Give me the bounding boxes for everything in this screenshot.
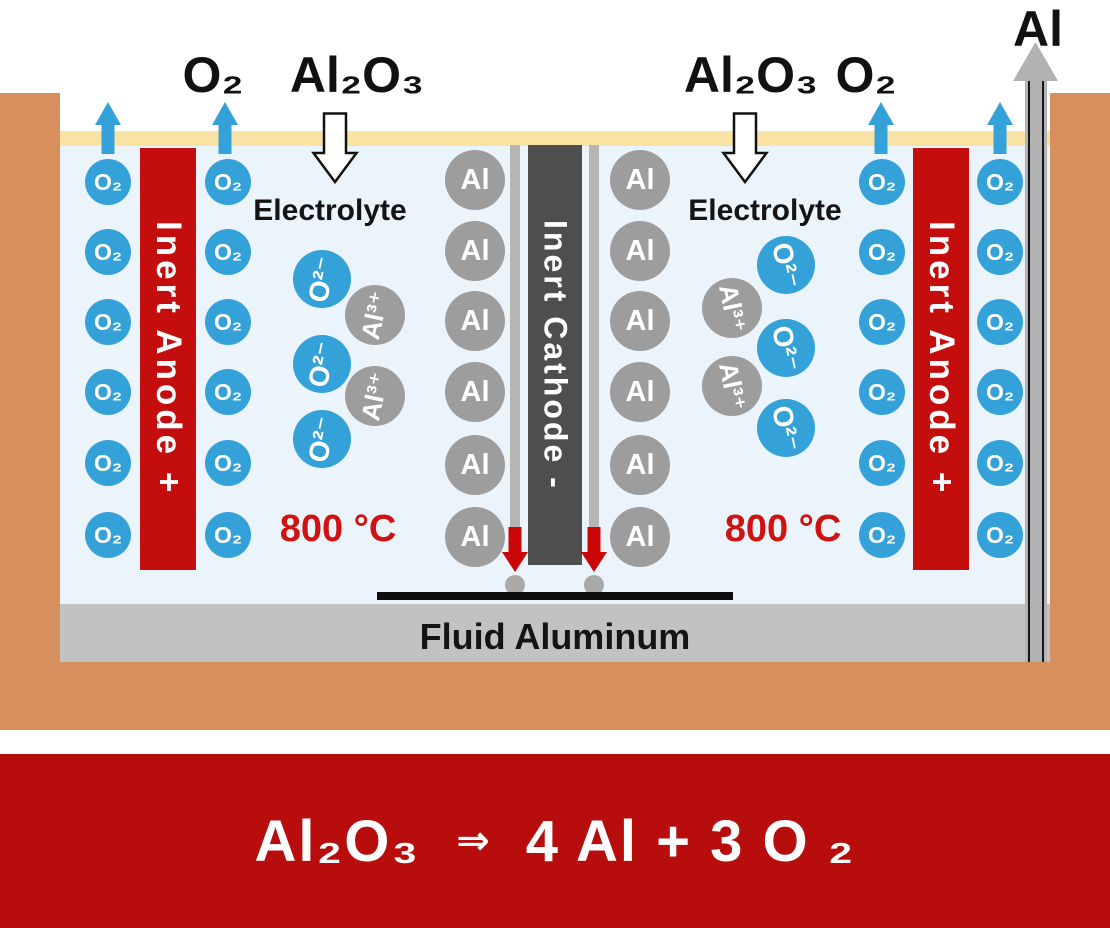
al-atom: Al <box>610 435 670 495</box>
tank-wall-bottom <box>0 662 1110 730</box>
o2-bubble: O₂ <box>205 369 251 415</box>
alumina-feed-arrow <box>721 112 769 184</box>
o2-bubble: O₂ <box>859 299 905 345</box>
fluid-aluminum-layer <box>60 604 1050 664</box>
equation-rhs: 4 Al + 3 O ₂ <box>525 808 856 874</box>
o2-bubble: O₂ <box>205 512 251 558</box>
collector-bar <box>377 592 733 600</box>
o2-gas-label-left: O₂ <box>182 47 244 103</box>
o2-bubble: O₂ <box>85 369 131 415</box>
crust-layer <box>60 131 1050 146</box>
fluid-aluminum-label: Fluid Aluminum <box>419 616 691 657</box>
o2-bubble: O₂ <box>859 440 905 486</box>
inert-cathode: Inert Cathode - <box>528 145 582 565</box>
equation-arrow-icon: ⇒ <box>456 819 490 863</box>
alumina-feed-label-left: Al₂O₃ <box>289 47 425 103</box>
o2-bubble: O₂ <box>85 440 131 486</box>
electrolyte-label-left: Electrolyte <box>253 194 407 227</box>
al-atom: Al <box>445 435 505 495</box>
o2-bubble: O₂ <box>977 299 1023 345</box>
temperature-label-right: 800 °C <box>724 508 842 550</box>
al-atom: Al <box>445 291 505 351</box>
o2-gas-label-right: O₂ <box>835 47 897 103</box>
o2-bubble: O₂ <box>85 229 131 275</box>
oxide-ion: O²⁻ <box>293 250 351 308</box>
electrolyte-label-right: Electrolyte <box>688 194 842 227</box>
o2-bubble: O₂ <box>205 299 251 345</box>
o2-bubble: O₂ <box>859 369 905 415</box>
aluminum-tap-pipe <box>1025 80 1047 662</box>
oxide-ion-label: O²⁻ <box>766 402 806 454</box>
o2-bubble: O₂ <box>205 229 251 275</box>
inert-anode-right: Inert Anode + <box>913 148 969 570</box>
oxide-ion-label: O²⁻ <box>302 253 342 305</box>
temperature-label-left: 800 °C <box>279 508 397 550</box>
inert-cathode-label: Inert Cathode - <box>537 219 574 491</box>
oxide-ion-label: O²⁻ <box>766 239 806 291</box>
o2-up-arrow <box>987 102 1013 154</box>
oxide-ion: O²⁻ <box>757 319 815 377</box>
o2-bubble: O₂ <box>859 512 905 558</box>
o2-bubble: O₂ <box>977 229 1023 275</box>
oxide-ion-label: O²⁻ <box>766 322 806 374</box>
alumina-feed-arrow <box>311 112 359 184</box>
al-atom: Al <box>445 507 505 567</box>
cathode-rail-left <box>510 145 520 535</box>
tank-wall-left <box>0 93 60 730</box>
al-drip-arrow-left <box>502 527 528 572</box>
al-atom: Al <box>610 291 670 351</box>
alumina-feed-label-right: Al₂O₃ <box>683 47 819 103</box>
oxide-ion: O²⁻ <box>293 410 351 468</box>
o2-bubble: O₂ <box>977 159 1023 205</box>
tank-wall-right <box>1050 93 1110 730</box>
aluminum-ion: Al³⁺ <box>702 278 762 338</box>
inert-anode-left: Inert Anode + <box>140 148 196 570</box>
aluminum-output-label: Al <box>1013 1 1063 57</box>
equation-banner: Al₂O₃ ⇒ 4 Al + 3 O ₂ <box>0 754 1110 928</box>
aluminum-droplet <box>584 575 604 595</box>
o2-bubble: O₂ <box>85 299 131 345</box>
aluminum-tap-arrow-icon <box>1013 42 1058 81</box>
o2-bubble: O₂ <box>85 512 131 558</box>
o2-bubble: O₂ <box>977 440 1023 486</box>
oxide-ion: O²⁻ <box>757 399 815 457</box>
o2-bubble: O₂ <box>205 159 251 205</box>
inert-anode-left-label: Inert Anode + <box>149 221 188 497</box>
o2-bubble: O₂ <box>85 159 131 205</box>
aluminum-ion: Al³⁺ <box>345 366 405 426</box>
equation-lhs: Al₂O₃ <box>254 808 421 874</box>
o2-bubble: O₂ <box>977 512 1023 558</box>
o2-up-arrow <box>212 102 238 154</box>
aluminum-droplet <box>505 575 525 595</box>
al-drip-arrow-right <box>581 527 607 572</box>
o2-bubble: O₂ <box>859 229 905 275</box>
al-atom: Al <box>445 150 505 210</box>
o2-bubble: O₂ <box>977 369 1023 415</box>
aluminum-ion-label: Al³⁺ <box>712 359 753 413</box>
aluminum-ion: Al³⁺ <box>702 356 762 416</box>
o2-bubble: O₂ <box>859 159 905 205</box>
al-atom: Al <box>610 150 670 210</box>
al-atom: Al <box>445 221 505 281</box>
al-atom: Al <box>610 362 670 422</box>
o2-up-arrow <box>95 102 121 154</box>
oxide-ion-label: O²⁻ <box>302 338 342 390</box>
o2-bubble: O₂ <box>205 440 251 486</box>
al-atom: Al <box>610 507 670 567</box>
oxide-ion-label: O²⁻ <box>302 413 342 465</box>
cathode-rail-right <box>589 145 599 535</box>
inert-anode-right-label: Inert Anode + <box>922 221 961 497</box>
oxide-ion: O²⁻ <box>293 335 351 393</box>
aluminum-ion-label: Al³⁺ <box>712 281 753 335</box>
al-atom: Al <box>445 362 505 422</box>
oxide-ion: O²⁻ <box>757 236 815 294</box>
al-atom: Al <box>610 221 670 281</box>
aluminum-ion-label: Al³⁺ <box>354 288 395 342</box>
o2-up-arrow <box>868 102 894 154</box>
aluminum-ion-label: Al³⁺ <box>354 369 395 423</box>
aluminum-ion: Al³⁺ <box>345 285 405 345</box>
